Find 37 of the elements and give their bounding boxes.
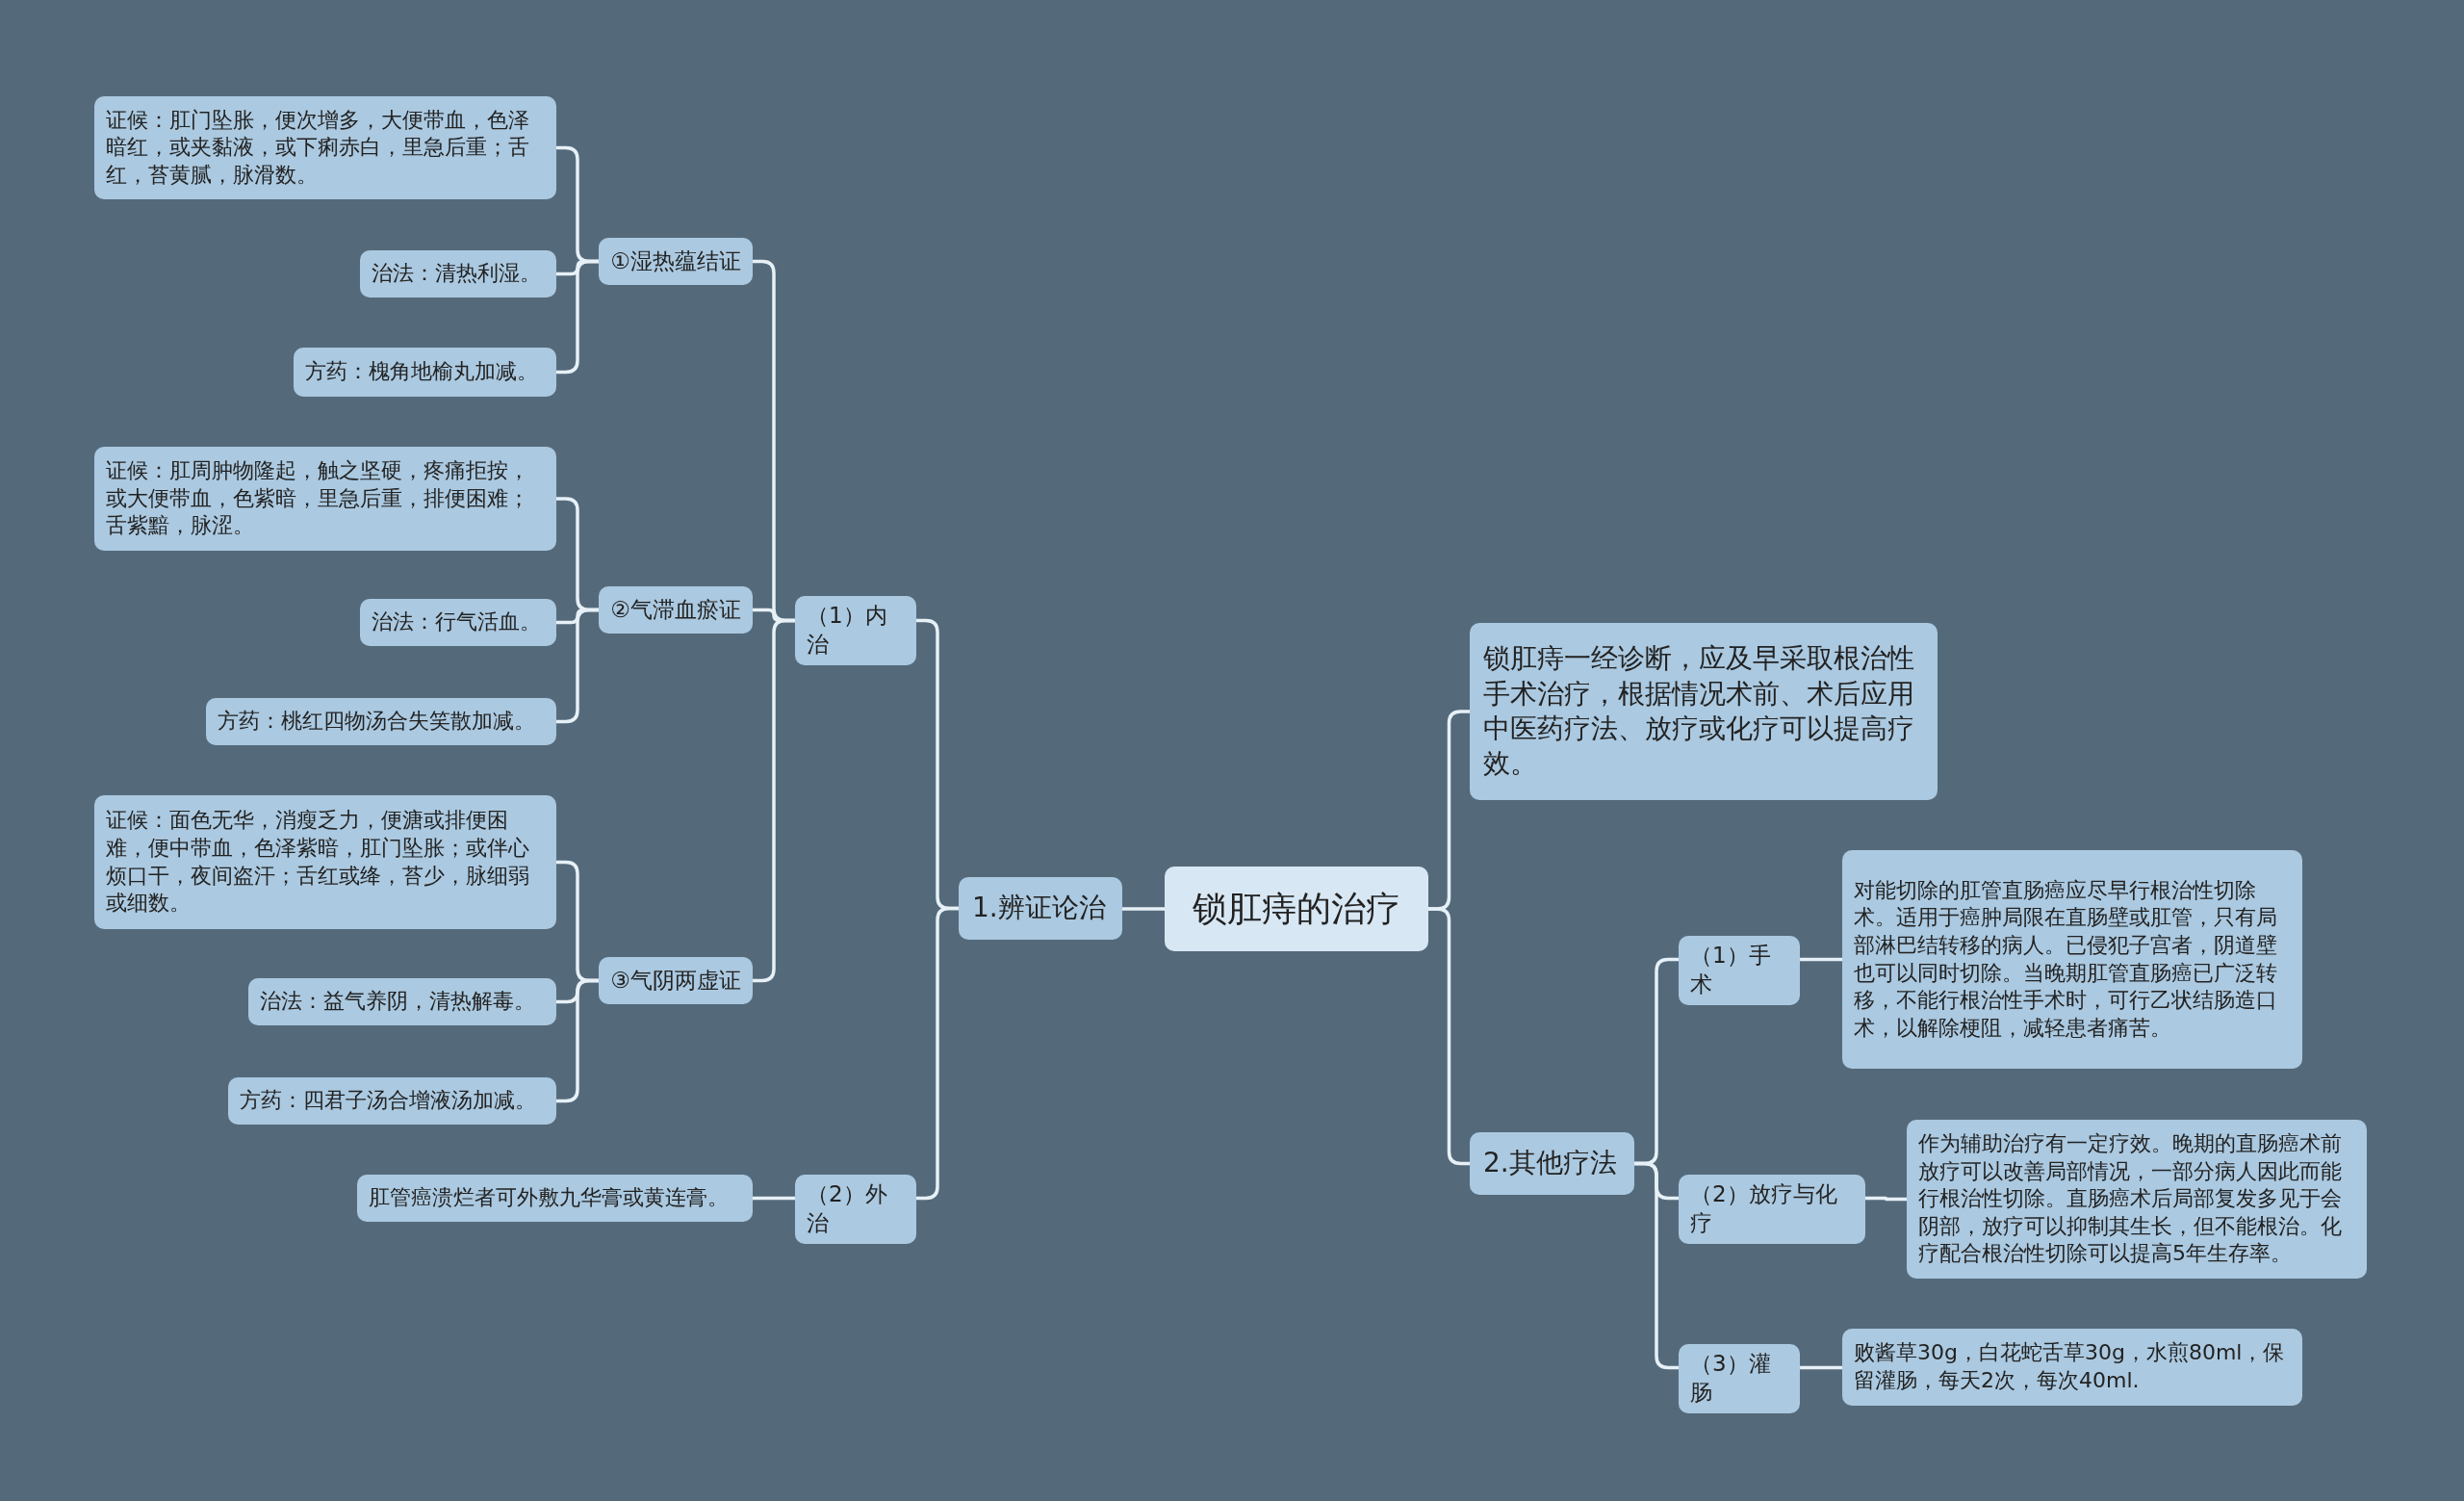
subtopic-box: ②气滞血瘀证: [599, 586, 753, 634]
detail-box: 方药：四君子汤合增液汤加减。: [228, 1077, 556, 1125]
detail-box: 治法：益气养阴，清热解毒。: [248, 978, 556, 1025]
connector-line: [1122, 907, 1165, 911]
topic-box: 2.其他疗法: [1470, 1132, 1634, 1195]
connector-line: [1634, 1161, 1679, 1370]
connector-line: [753, 618, 795, 983]
subtopic-box: （2）外治: [795, 1175, 916, 1244]
connector-line: [753, 1196, 795, 1201]
subtopic-box: （1）手术: [1679, 936, 1800, 1005]
subtopic-box: （3）灌肠: [1679, 1344, 1800, 1413]
connector-line: [556, 608, 599, 724]
detail-box: 证候：肛周肿物隆起，触之坚硬，疼痛拒按，或大便带血，色紫暗，里急后重，排便困难；舌紫黯，脉涩。: [94, 447, 556, 551]
subtopic-box: ①湿热蕴结证: [599, 238, 753, 285]
topic-box: 1.辨证论治: [959, 877, 1122, 940]
connector-line: [556, 259, 599, 375]
detail-box: 作为辅助治疗有一定疗效。晚期的直肠癌术前放疗可以改善局部情况，一部分病人因此而能行根治性切除。直肠癌术后局部复发多见于会阴部，放疗可以抑制其生长，但不能根治。化疗配合根治性切除可以提高5年生存率。: [1907, 1120, 2367, 1279]
connector-line: [1428, 907, 1470, 1166]
detail-box: 败酱草30g，白花蛇舌草30g，水煎80ml，保留灌肠，每天2次，每次40ml.: [1842, 1329, 2302, 1406]
topic-box: 锁肛痔一经诊断，应及早采取根治性手术治疗，根据情况术前、术后应用中医药疗法、放疗或化疗可以提高疗效。: [1470, 623, 1938, 800]
detail-box: 肛管癌溃烂者可外敷九华膏或黄连膏。: [357, 1175, 753, 1222]
detail-box: 证候：面色无华，消瘦乏力，便溏或排便困难，便中带血，色泽紫暗，肛门坠胀；或伴心烦口干，夜间盗汗；舌红或绛，苔少，脉细弱或细数。: [94, 795, 556, 929]
detail-box: 方药：桃红四物汤合失笑散加减。: [206, 698, 556, 745]
connector-line: [916, 906, 959, 1201]
detail-box: 治法：清热利湿。: [360, 250, 556, 298]
subtopic-box: ③气阴两虚证: [599, 957, 753, 1004]
subtopic-box: （1）内治: [795, 596, 916, 665]
connector-line: [1800, 957, 1842, 962]
detail-box: 治法：行气活血。: [360, 599, 556, 646]
central-topic-box: 锁肛痔的治疗: [1165, 867, 1428, 951]
connector-line: [556, 978, 599, 1103]
detail-box: 对能切除的肛管直肠癌应尽早行根治性切除术。适用于癌肿局限在直肠壁或肛管，只有局部淋巴结转移的病人。已侵犯子宫者，阴道壁也可以同时切除。当晚期肛管直肠癌已广泛转移，不能行根治性手术时，可行乙状结肠造口术，以解除梗阻，减轻患者痛苦。: [1842, 850, 2302, 1069]
connector-line: [1865, 1196, 1907, 1202]
connector-line: [1800, 1365, 1842, 1370]
subtopic-box: （2）放疗与化疗: [1679, 1175, 1865, 1244]
detail-box: 方药：槐角地榆丸加减。: [294, 348, 556, 397]
detail-box: 证候：肛门坠胀，便次增多，大便带血，色泽暗红，或夹黏液，或下痢赤白，里急后重；舌红，苔黄腻，脉滑数。: [94, 96, 556, 199]
